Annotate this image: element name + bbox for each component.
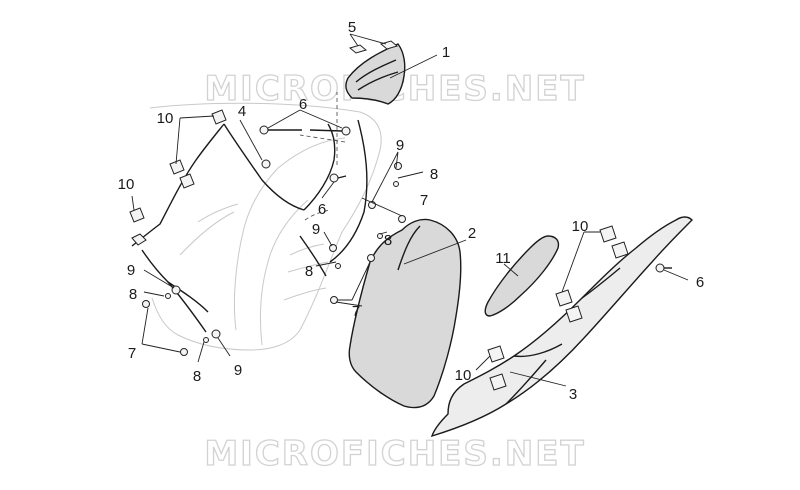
ghost-fairing-outline: [149, 102, 382, 351]
callout-7: 7: [128, 345, 136, 362]
part-5-clips: [348, 40, 399, 54]
callout-10: 10: [118, 176, 135, 193]
part-2-panel: [348, 218, 462, 409]
callout-6: 6: [299, 96, 307, 113]
assembly-guides: [299, 92, 346, 221]
callout-5: 5: [348, 19, 356, 36]
callout-9: 9: [234, 362, 242, 379]
callout-10: 10: [572, 218, 589, 235]
callout-1: 1: [442, 44, 450, 61]
callout-9: 9: [396, 137, 404, 154]
watermark-bottom: MICROFICHES.NET: [204, 434, 585, 474]
callout-6: 6: [696, 274, 704, 291]
callout-7: 7: [352, 303, 360, 320]
callout-labels: 5 1 10 4 6 9 8 10 6 7 9 8 8 2 10 11 6 9 …: [118, 19, 705, 403]
callout-8: 8: [129, 286, 137, 303]
callout-8: 8: [305, 263, 313, 280]
callout-9: 9: [312, 221, 320, 238]
callout-4: 4: [238, 103, 246, 120]
part-10-clips: [129, 109, 629, 391]
leader-lines: [131, 33, 689, 387]
callout-7: 7: [420, 192, 428, 209]
left-cowl-frame: [131, 123, 336, 333]
front-fairing-right: [299, 119, 368, 277]
callout-10: 10: [455, 367, 472, 384]
callout-8: 8: [193, 368, 201, 385]
callout-10: 10: [157, 110, 174, 127]
callout-11: 11: [495, 250, 511, 267]
part-3-lower-fairing: [430, 216, 693, 438]
callout-3: 3: [569, 386, 577, 403]
callout-6: 6: [318, 201, 326, 218]
callout-8: 8: [384, 232, 392, 249]
callout-8: 8: [430, 166, 438, 183]
callout-9: 9: [127, 262, 135, 279]
fasteners: [142, 125, 672, 356]
part-1-bracket: [345, 43, 406, 105]
callout-2: 2: [468, 225, 476, 242]
part-11-decal: [484, 235, 560, 317]
